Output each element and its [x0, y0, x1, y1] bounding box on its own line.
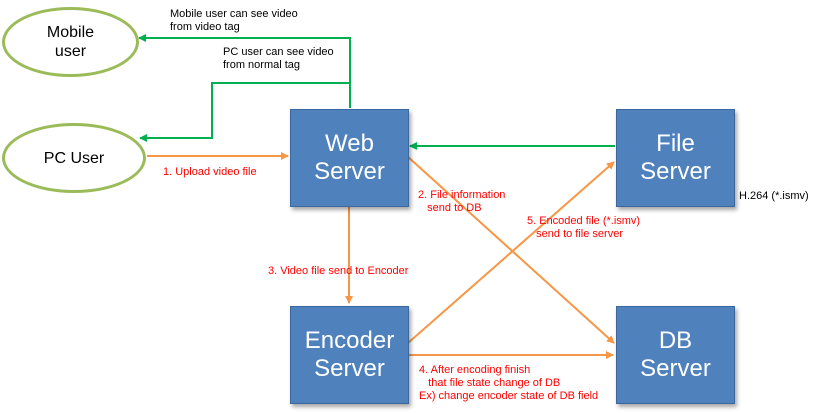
after-encoding-label: 4. After encoding finish that file state…: [419, 364, 599, 402]
encoded-file-label: 5. Encoded file (*.ismv) send to file se…: [527, 215, 641, 240]
db-server-label: DB Server: [640, 327, 711, 382]
arrow-web-to-pc-user: [139, 82, 351, 142]
format-label: H.264 (*.ismv): [739, 190, 809, 202]
file-server-label: File Server: [640, 130, 711, 185]
encoder-server-node: Encoder Server: [290, 306, 409, 404]
web-server-node: Web Server: [290, 109, 409, 207]
mobile-user-node: Mobile user: [2, 7, 139, 77]
encoder-server-label: Encoder Server: [304, 327, 395, 382]
arrow-encoder-to-file: [407, 161, 615, 344]
web-server-label: Web Server: [314, 130, 385, 185]
pc-user-node: PC User: [2, 123, 146, 193]
file-server-node: File Server: [616, 109, 735, 207]
mobile-user-video-label: Mobile user can see video from video tag: [170, 8, 298, 33]
video-to-encoder-label: 3. Video file send to Encoder: [268, 265, 409, 277]
db-server-node: DB Server: [616, 306, 735, 404]
pc-user-label: PC User: [43, 149, 105, 167]
pc-user-video-label: PC user can see video from normal tag: [223, 46, 334, 71]
upload-video-label: 1. Upload video file: [163, 166, 257, 178]
file-info-label: 2. File information send to DB: [418, 189, 506, 214]
mobile-user-label: Mobile user: [46, 24, 95, 60]
arrow-web-to-db: [406, 155, 615, 344]
